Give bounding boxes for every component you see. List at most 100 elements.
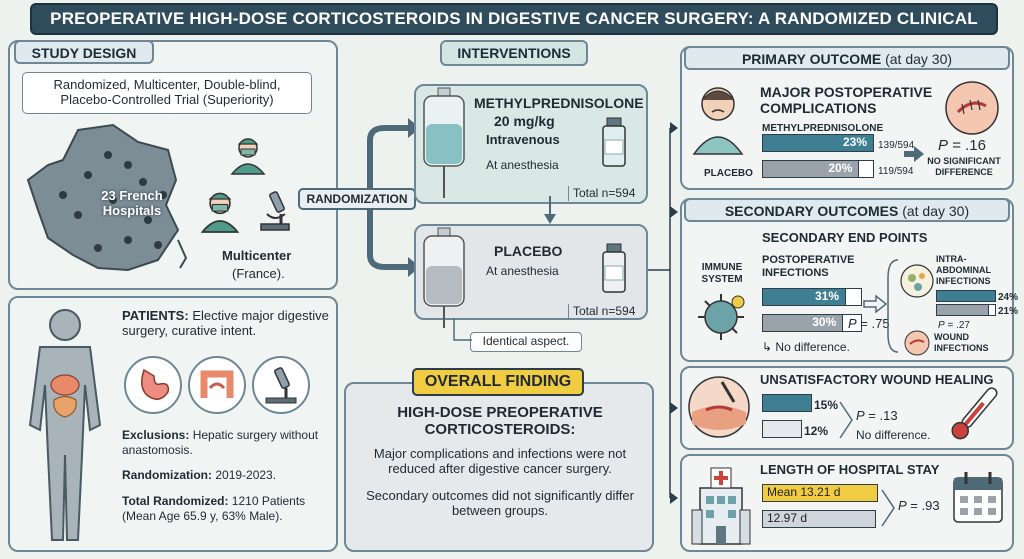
- total-randomized-label: Total Randomized:: [122, 494, 229, 508]
- wound-no-difference: No difference.: [856, 428, 931, 442]
- iv-bag-icon: [423, 87, 465, 198]
- primary-outcome-title: PRIMARY OUTCOME: [741, 51, 882, 67]
- placebo-total: Total n=594: [568, 304, 635, 319]
- intra-p-number: = .27: [947, 320, 970, 331]
- bracket-icon: [887, 259, 899, 353]
- arrow-right-icon: [863, 294, 888, 314]
- human-body-icon: [28, 309, 102, 541]
- arrow-right-icon: [904, 146, 924, 162]
- infections-drug-bar: 31%: [762, 288, 846, 306]
- identical-aspect-label: Identical aspect.: [470, 332, 582, 352]
- intra-abdominal-title: INTRA-ABDOMINAL INFECTIONS: [936, 254, 991, 286]
- france-map-icon: [26, 123, 188, 272]
- wound-healing-title: UNSATISFACTORY WOUND HEALING: [760, 372, 994, 387]
- primary-drug-bar: 23%: [762, 134, 874, 152]
- bracket-arrow-icon: [839, 401, 853, 439]
- infections-placebo-bar: 30%: [762, 314, 844, 332]
- overall-finding-header: OVERALL FINDING: [412, 368, 584, 396]
- study-design-header: STUDY DESIGN: [14, 40, 154, 64]
- infections-drug-pct: 31%: [814, 289, 839, 303]
- randomization-dates: Randomization: 2019-2023.: [122, 468, 322, 483]
- wound-p-number: = .13: [868, 408, 898, 423]
- primary-drug-pct: 23%: [842, 135, 867, 149]
- wound-icon: [945, 81, 999, 135]
- exclusions-label: Exclusions:: [122, 428, 190, 442]
- primary-outcome-header: PRIMARY OUTCOME (at day 30): [684, 46, 1010, 70]
- secondary-outcomes-title: SECONDARY OUTCOMES: [724, 203, 899, 219]
- p-letter: P: [938, 137, 949, 154]
- overall-p1: Major complications and infections were …: [373, 446, 627, 476]
- patients-label: PATIENTS:: [122, 308, 189, 323]
- infections-p-value: P = .75: [848, 316, 890, 331]
- p-letter: P: [898, 498, 907, 513]
- connector-arrow: [544, 196, 556, 224]
- drug-route: Intravenous: [486, 132, 560, 147]
- intra-placebo-bar: [936, 304, 989, 316]
- intra-placebo-pct: 21%: [998, 306, 1019, 317]
- hospitals-label: 23 French Hospitals: [101, 188, 163, 218]
- vial-icon: [602, 243, 626, 293]
- total-randomized-value: 1210 Patients (Mean Age 65.9 y, 63% Male…: [122, 494, 306, 523]
- stay-drug-bar: Mean 13.21 d: [762, 484, 878, 502]
- secondary-outcomes-header: SECONDARY OUTCOMES (at day 30): [684, 198, 1010, 222]
- drug-name: METHYLPREDNISOLONE: [474, 95, 644, 111]
- surgeon-icon: [200, 192, 240, 233]
- hospital-stay-title: LENGTH OF HOSPITAL STAY: [760, 462, 940, 477]
- iv-bag-icon: [423, 227, 465, 328]
- drug-timing: At anesthesia: [486, 158, 559, 172]
- bracket-arrow-icon: [881, 489, 895, 527]
- wound-placebo-bar: [762, 420, 802, 438]
- stay-p-value: P = .93: [898, 498, 940, 513]
- thermometer-icon: [951, 387, 998, 440]
- placebo-name: PLACEBO: [494, 243, 563, 259]
- country-label: (France).: [232, 266, 285, 281]
- vial-icon: [602, 117, 626, 167]
- corner-arrow-icon: ↳: [762, 340, 773, 354]
- wound-infections-title: WOUND INFECTIONS: [934, 332, 989, 353]
- primary-placebo-count: 119/594: [878, 166, 914, 177]
- immune-system-label: IMMUNE SYSTEM: [701, 262, 743, 285]
- secondary-endpoints-title: SECONDARY END POINTS: [762, 230, 928, 245]
- surgeon-icon: [230, 138, 266, 175]
- outcome-connectors: [648, 122, 678, 504]
- calendar-icon: [953, 472, 1003, 523]
- overall-p2: Secondary outcomes did not significantly…: [366, 488, 634, 518]
- connector-line: [453, 318, 472, 341]
- primary-p-number: = .16: [952, 137, 986, 154]
- postop-infections-title: POSTOPERATIVE INFECTIONS: [762, 254, 855, 279]
- primary-outcome-name: MAJOR POSTOPERATIVE COMPLICATIONS: [760, 84, 933, 116]
- trial-type-box: Randomized, Multicenter, Double-blind, P…: [22, 72, 312, 114]
- primary-outcome-timing: (at day 30): [885, 51, 953, 67]
- primary-p-value: P = .16: [938, 138, 986, 153]
- randomization-dates-value: 2019-2023.: [215, 468, 277, 482]
- wound-placebo-pct: 12%: [804, 424, 829, 438]
- exclusions-text: Exclusions: Hepatic surgery without anas…: [122, 428, 322, 458]
- page-title: PREOPERATIVE HIGH-DOSE CORTICOSTEROIDS I…: [30, 3, 998, 56]
- total-randomized: Total Randomized: 1210 Patients (Mean Ag…: [122, 494, 327, 524]
- microscope-icon: [260, 191, 290, 231]
- intestine-icon: [188, 356, 246, 414]
- drug-dose: 20 mg/kg: [494, 113, 555, 129]
- patient-pain-icon: [692, 87, 744, 155]
- wound-p-value: P = .13: [856, 408, 898, 423]
- wound-icon: [904, 330, 930, 356]
- infections-no-diff-text: No difference.: [775, 340, 850, 354]
- infections-no-difference: ↳ No difference.: [762, 340, 850, 355]
- stomach-icon: [124, 356, 182, 414]
- overall-finding-panel: [344, 382, 654, 552]
- primary-conclusion: NO SIGNIFICANT DIFFERENCE: [927, 156, 1001, 177]
- exclusions-description: Hepatic surgery without anastomosis.: [122, 428, 319, 457]
- wound-drug-bar: [762, 394, 812, 412]
- skin-wound-icon: [688, 376, 750, 438]
- intra-drug-bar: [936, 290, 996, 302]
- overall-heading: HIGH-DOSE PREOPERATIVE CORTICOSTEROIDS:: [397, 404, 603, 438]
- p-letter: P: [938, 320, 945, 331]
- microscope-icon: [252, 356, 310, 414]
- secondary-outcomes-panel: [680, 198, 1014, 362]
- intra-p-value: P = .27: [938, 318, 970, 333]
- interventions-header: INTERVENTIONS: [440, 40, 588, 66]
- primary-placebo-bar: 20%: [762, 160, 860, 178]
- primary-placebo-pct: 20%: [828, 161, 853, 175]
- placebo-timing: At anesthesia: [486, 264, 559, 278]
- intra-drug-pct: 24%: [998, 292, 1019, 303]
